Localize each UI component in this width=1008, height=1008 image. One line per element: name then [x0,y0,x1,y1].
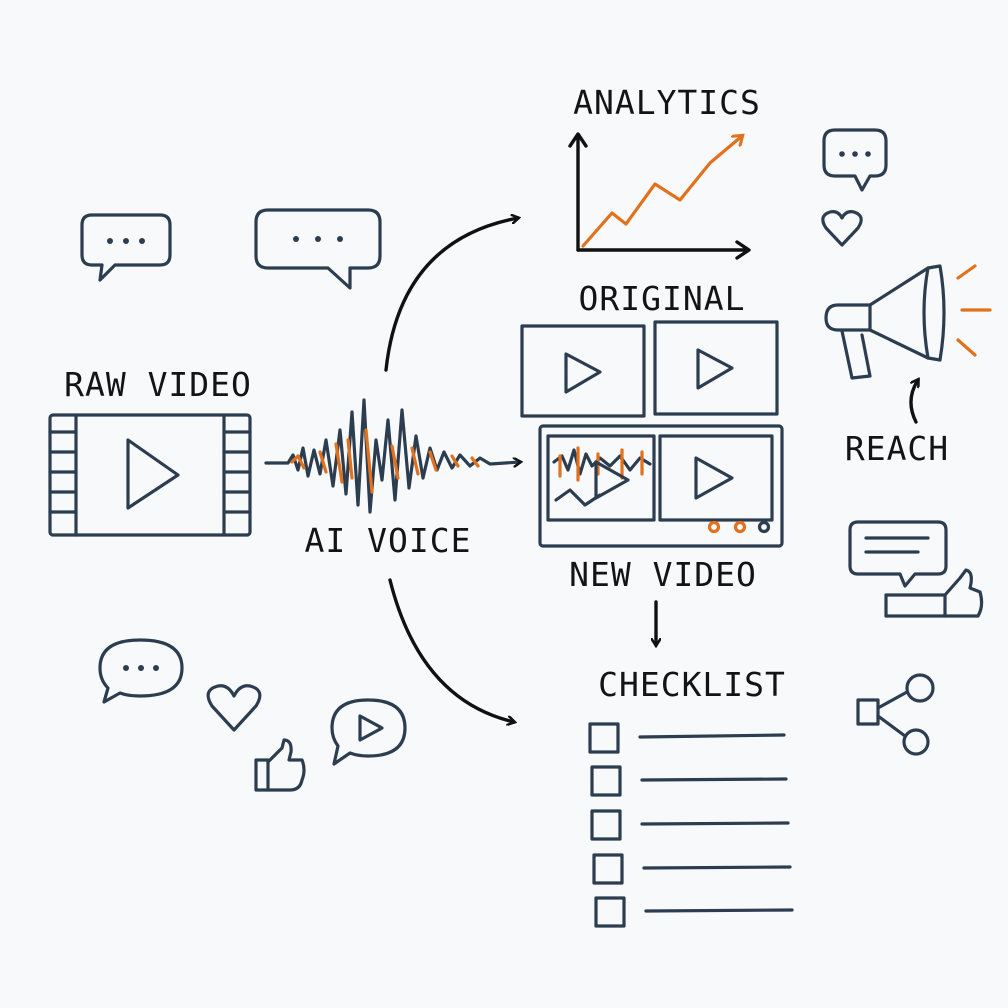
heart-icon [821,210,863,247]
analytics-label: ANALYTICS [573,83,761,122]
checkbox-icon [588,722,620,754]
original-video-screens [520,320,779,418]
megaphone-icon [824,264,992,380]
chat-bubble-icon [98,638,184,704]
chat-bubble-icon [254,208,382,290]
heart-icon [206,684,262,732]
arrow-to-checklist [388,578,514,722]
original-label: ORIGINAL [579,279,746,318]
checkbox-icon [590,809,622,841]
ai-voice-label: AI VOICE [305,521,472,560]
share-icon [856,673,935,756]
arrow-to-analytics [384,218,518,372]
video-chat-bubble-icon [330,698,407,766]
play-icon [358,714,384,742]
checkbox-icon [592,853,624,885]
checkbox-icon [590,765,622,797]
checklist [588,722,794,928]
play-icon [564,352,602,394]
new-video-monitor [538,424,784,548]
raw-video-label: RAW VIDEO [64,365,252,404]
play-icon [696,348,734,390]
reach-label: REACH [845,429,949,468]
chat-bubble-icon [80,213,172,282]
film-strip-icon [48,413,252,537]
checkbox-icon [594,896,626,928]
play-icon [126,438,180,510]
message-bubble-icon [848,520,948,588]
waveform-icon [264,398,520,514]
new-video-label: NEW VIDEO [569,555,757,594]
line-chart-icon [568,132,751,260]
play-icon [694,456,734,500]
checklist-label: CHECKLIST [598,665,786,704]
thumbs-up-icon [254,738,306,792]
play-icon [594,460,630,500]
chat-bubble-icon [822,128,888,192]
reach-arrow [909,380,918,424]
thumbs-up-icon [884,568,984,618]
